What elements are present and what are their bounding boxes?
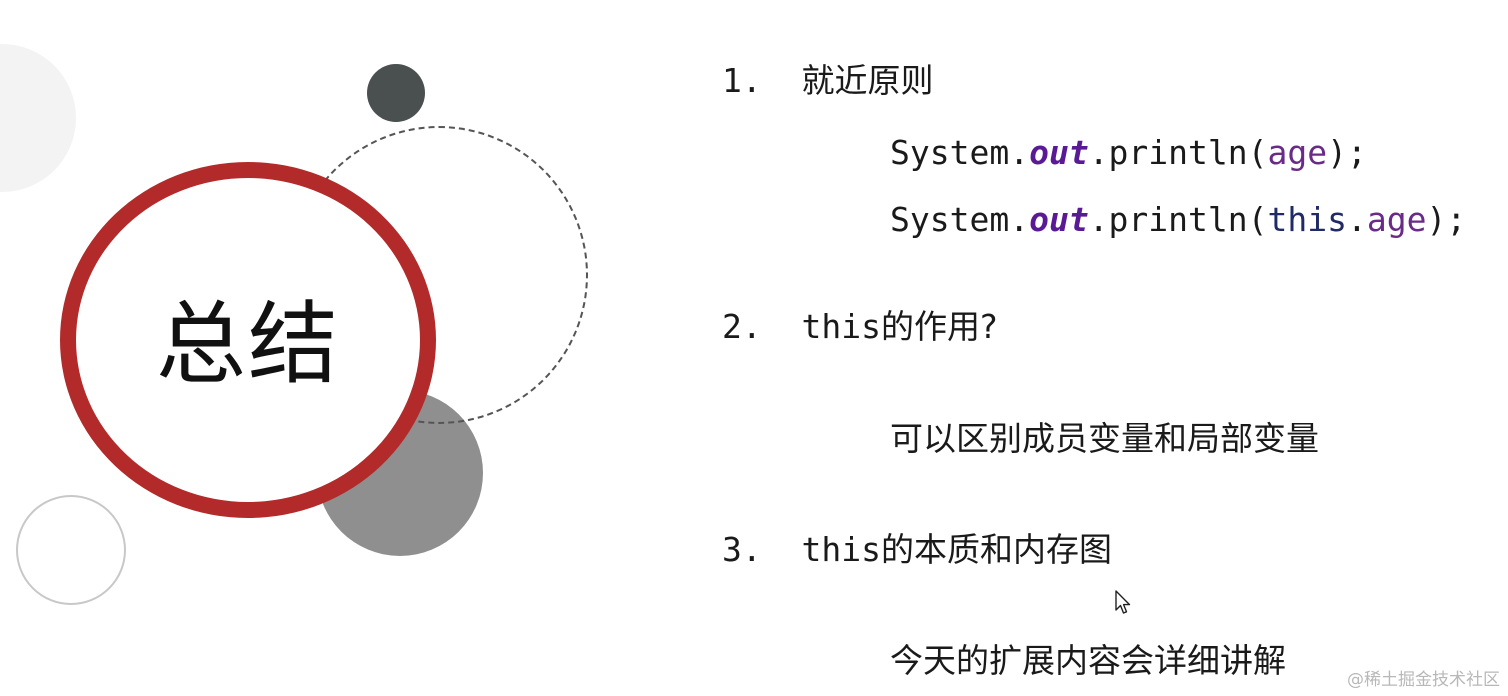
watermark: @稀土掘金技术社区: [1347, 670, 1500, 690]
slide-title: 总结: [156, 292, 340, 397]
item-2-heading: 2. this的作用?: [722, 300, 998, 348]
item-3-number: 3.: [722, 530, 762, 569]
item-2-number: 2.: [722, 307, 762, 346]
item-1-number: 1.: [722, 61, 762, 100]
decorative-small-ring: [16, 495, 126, 605]
code-field-out: out: [1029, 200, 1089, 239]
mouse-pointer-icon: [1115, 590, 1131, 614]
item-3-note: 今天的扩展内容会详细讲解: [890, 641, 1286, 680]
code-line-1: System.out.println(age);: [890, 133, 1367, 172]
code-text: );: [1426, 200, 1467, 239]
item-3-title: 的本质和内存图: [880, 530, 1112, 569]
item-1-title: 就近原则: [801, 61, 934, 100]
item-2-title: 的作用?: [880, 307, 998, 346]
code-text: .println(: [1088, 133, 1268, 172]
code-text: System.: [890, 200, 1030, 239]
item-3-heading: 3. this的本质和内存图: [722, 523, 1112, 571]
title-ring: 总结: [60, 162, 436, 518]
item-2-this: this: [801, 307, 881, 346]
code-text: );: [1327, 133, 1367, 172]
code-field-out: out: [1029, 133, 1089, 172]
code-text: System.: [890, 133, 1030, 172]
item-2-answer: 可以区别成员变量和局部变量: [890, 419, 1319, 458]
code-keyword-this: this: [1267, 200, 1347, 239]
code-variable-age: age: [1366, 200, 1427, 239]
code-text: .println(: [1088, 200, 1268, 239]
decorative-circle-light: [0, 44, 76, 192]
item-1-heading: 1. 就近原则: [722, 54, 934, 102]
code-line-2: System.out.println(this.age);: [890, 200, 1466, 239]
code-text: .: [1346, 200, 1367, 239]
code-variable-age: age: [1267, 133, 1328, 172]
decorative-dot-dark: [367, 64, 425, 122]
item-3-this: this: [801, 530, 881, 569]
